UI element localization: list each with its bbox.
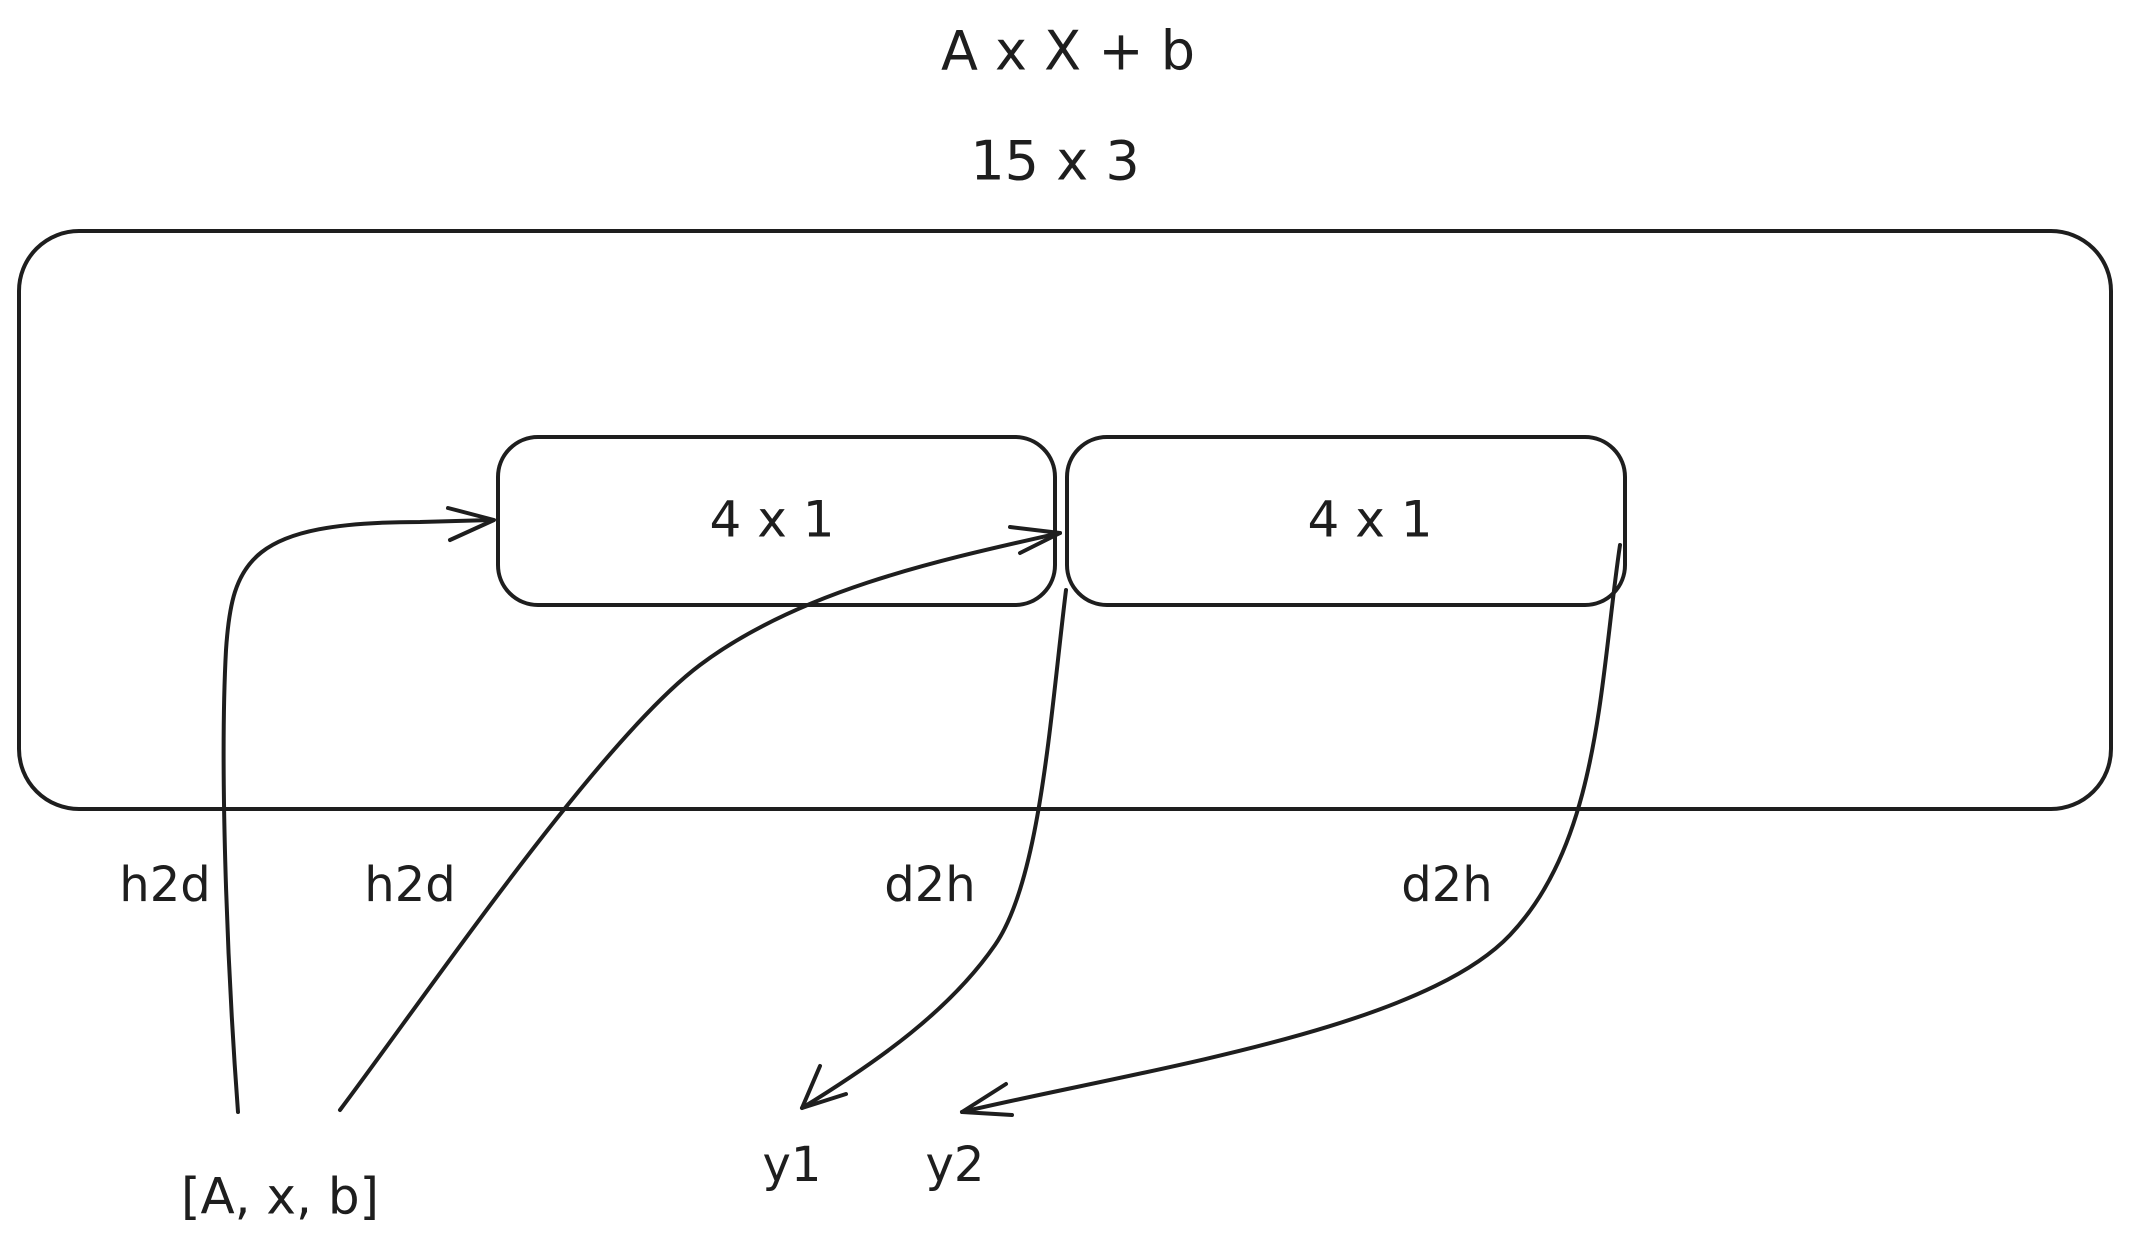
expression-title: A x X + b — [941, 20, 1195, 83]
dimensions-title: 15 x 3 — [970, 130, 1139, 193]
d2h-label-right: d2h — [1401, 857, 1492, 913]
h2d-arrow-left — [221, 518, 494, 1114]
block-right-label: 4 x 1 — [1308, 491, 1433, 549]
output-y2-label: y2 — [926, 1137, 985, 1193]
d2h-label-left: d2h — [884, 857, 975, 913]
outer-container-box — [17, 229, 2113, 811]
d2h-arrow-right-head — [960, 1082, 1014, 1117]
h2d-arrow-right — [338, 531, 1062, 1112]
h2d-label-right: h2d — [364, 857, 455, 913]
d2h-arrow-left — [800, 588, 1068, 1110]
block-left-label: 4 x 1 — [710, 491, 835, 549]
block-left-box — [496, 435, 1057, 607]
h2d-arrow-left-head — [446, 506, 496, 542]
h2d-label-left: h2d — [119, 857, 210, 913]
block-right-box — [1065, 435, 1627, 607]
output-y1-label: y1 — [763, 1137, 822, 1193]
d2h-arrow-left-head — [800, 1064, 848, 1110]
h2d-arrow-right-head — [1008, 525, 1062, 555]
d2h-arrow-right — [960, 543, 1622, 1114]
inputs-label: [A, x, b] — [181, 1168, 379, 1226]
